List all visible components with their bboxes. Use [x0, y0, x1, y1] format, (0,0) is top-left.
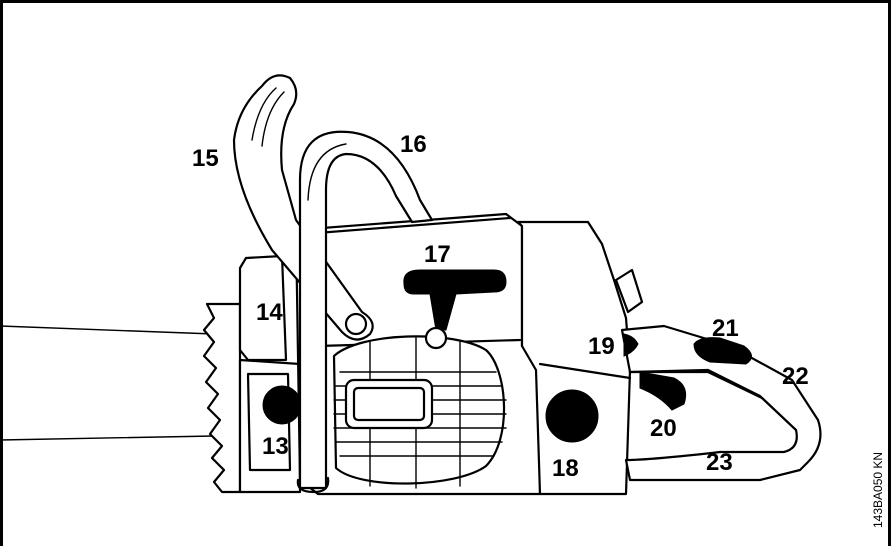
callout-23: 23 [706, 449, 733, 476]
guide-bar [0, 325, 215, 441]
saw-chain [202, 302, 242, 494]
callout-20: 20 [650, 415, 677, 442]
callout-22: 22 [782, 363, 809, 390]
rear-handle [620, 324, 822, 482]
callout-15: 15 [192, 145, 219, 172]
throttle-lockout [693, 337, 752, 365]
callout-16: 16 [400, 131, 427, 158]
tank-cap [545, 389, 599, 443]
throttle-trigger [639, 371, 687, 411]
callout-19: 19 [588, 333, 615, 360]
callout-18: 18 [552, 455, 579, 482]
starter-grille [332, 335, 507, 489]
callout-21: 21 [712, 315, 739, 342]
master-control [623, 333, 639, 357]
callout-17: 17 [424, 241, 451, 268]
front-handle [296, 130, 434, 494]
callout-14: 14 [256, 299, 283, 326]
callout-13: 13 [262, 433, 289, 460]
chain-catcher [262, 385, 302, 425]
hand-guard [232, 74, 374, 341]
starter-grip [403, 269, 507, 350]
figure-reference: 143BA050 KN [871, 452, 885, 528]
filter-cover [516, 220, 644, 496]
callouts: 13 14 15 16 17 18 19 20 21 22 23 [192, 131, 809, 482]
